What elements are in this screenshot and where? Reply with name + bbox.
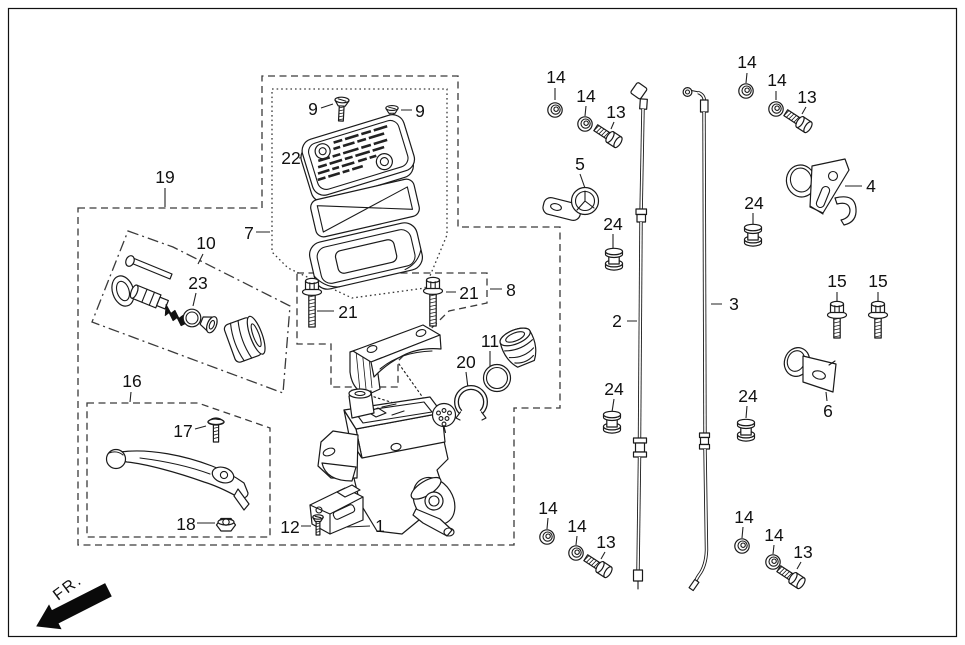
- part-6-cable-clamp: [783, 347, 837, 393]
- part-14-washer: [568, 545, 584, 561]
- part-label-14: 14: [538, 498, 558, 518]
- part-7-diaphragm-plate: [310, 178, 420, 238]
- clamp-group-outline-8: [296, 272, 488, 388]
- part-label-4: 4: [866, 176, 876, 196]
- page-border: [7, 7, 958, 638]
- part-17-lever-screw: [207, 417, 225, 443]
- part-14-washer: [734, 538, 750, 554]
- part-label-13: 13: [797, 87, 816, 107]
- part-14-washer: [539, 529, 555, 545]
- part-20-snap-ring: [454, 385, 488, 421]
- part-13-bolt: [581, 551, 615, 580]
- part-label-14: 14: [567, 516, 587, 536]
- cap-set-group-outline-7: [271, 88, 448, 299]
- part-14-washer: [547, 102, 563, 118]
- part-label-5: 5: [575, 154, 585, 174]
- part-label-14: 14: [576, 86, 596, 106]
- part-3-cable: [682, 86, 711, 592]
- part-label-1: 1: [375, 516, 385, 536]
- part-label-14: 14: [767, 70, 787, 90]
- part-10-seal-washer: [111, 275, 135, 307]
- part-label-9: 9: [308, 99, 318, 119]
- part-label-2: 2: [612, 311, 622, 331]
- part-label-12: 12: [280, 517, 299, 537]
- part-24-grommet: [604, 247, 624, 271]
- part-label-24: 24: [744, 193, 764, 213]
- part-label-14: 14: [737, 52, 757, 72]
- part-label-13: 13: [596, 532, 615, 552]
- front-direction-marker: FR.: [36, 571, 112, 630]
- part-handlebar-clamp: [349, 324, 442, 396]
- part-13-bolt: [781, 106, 815, 135]
- part-24-grommet: [602, 410, 622, 434]
- part-18-pivot-nut: [215, 517, 237, 532]
- part-21-clamp-bolt-left: [301, 277, 323, 328]
- part-24-grommet: [743, 223, 763, 247]
- part-15-bolt: [826, 300, 848, 339]
- part-9-cap-screw-left: [333, 96, 350, 122]
- part-11-o-ring: [482, 363, 512, 393]
- part-13-bolt: [774, 562, 808, 591]
- piston-set-group-outline-10: [91, 230, 291, 394]
- part-10-valve-cup: [199, 316, 218, 334]
- part-7-diaphragm: [309, 222, 423, 290]
- part-14-washer: [768, 101, 784, 117]
- part-label-14: 14: [546, 67, 566, 87]
- part-label-21: 21: [338, 302, 357, 322]
- part-label-7: 7: [244, 223, 254, 243]
- part-4-cable-clamp: [785, 158, 857, 226]
- part-label-23: 23: [188, 273, 207, 293]
- part-label-14: 14: [764, 525, 784, 545]
- part-label-22: 22: [281, 148, 300, 168]
- part-label-6: 6: [823, 401, 833, 421]
- port-boot: [499, 327, 537, 368]
- part-label-21: 21: [459, 283, 478, 303]
- master-cylinder-body: [317, 388, 456, 537]
- reservoir-strainer-plate: [431, 402, 457, 434]
- part-label-8: 8: [506, 280, 516, 300]
- part-14-washer: [738, 83, 754, 99]
- part-16-brake-lever: [105, 448, 250, 511]
- front-direction-arrow: [36, 583, 112, 630]
- part-label-13: 13: [793, 542, 812, 562]
- part-10-spring: [164, 303, 188, 327]
- part-label-13: 13: [606, 102, 625, 122]
- part-label-24: 24: [738, 386, 758, 406]
- part-label-14: 14: [734, 507, 754, 527]
- part-label-10: 10: [196, 233, 216, 253]
- part-13-bolt: [591, 121, 625, 150]
- leader-lines: [129, 72, 879, 570]
- part-label-15: 15: [868, 271, 887, 291]
- part-label-16: 16: [122, 371, 141, 391]
- part-15-bolt: [867, 300, 889, 339]
- part-label-24: 24: [603, 214, 623, 234]
- part-label-19: 19: [155, 167, 174, 187]
- part-14-washer: [577, 116, 593, 132]
- part-5-cable-guide-bracket: [542, 186, 600, 221]
- part-23-o-ring: [182, 308, 202, 328]
- part-2-cable: [630, 82, 648, 590]
- part-label-24: 24: [604, 379, 624, 399]
- part-24-grommet: [736, 418, 756, 442]
- part-label-18: 18: [176, 514, 195, 534]
- assembly-group-outline-19: [77, 75, 561, 546]
- part-label-15: 15: [827, 271, 846, 291]
- lever-group-outline-16: [86, 402, 271, 538]
- part-label-20: 20: [456, 352, 476, 372]
- part-14-washer: [765, 554, 781, 570]
- part-10-piston: [129, 284, 169, 310]
- part-21-clamp-bolt-right: [422, 276, 444, 327]
- part-10-pushrod-pin: [125, 255, 173, 280]
- part-1-lever-bracket: [309, 484, 364, 535]
- part-label-11: 11: [481, 331, 499, 351]
- part-label-3: 3: [729, 294, 739, 314]
- part-10-boot: [223, 315, 266, 363]
- part-label-9: 9: [415, 101, 425, 121]
- part-label-17: 17: [173, 421, 192, 441]
